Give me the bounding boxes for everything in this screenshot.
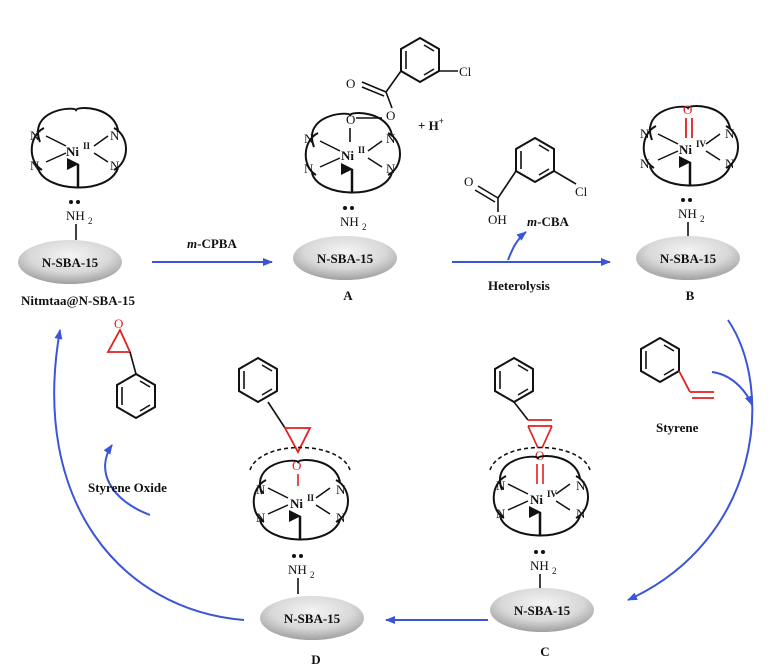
donor-n-2: N (30, 158, 40, 173)
product-epoxide-o: O (114, 316, 123, 331)
a-n-3: N (386, 131, 396, 146)
intermediate-a: Cl O O O N N N N Ni II NH 2 N-SBA-15 A +… (293, 37, 472, 303)
nickel-center: Ni (66, 144, 79, 159)
chlorine-a: Cl (459, 64, 472, 79)
mcba-label: m-CBA (527, 214, 570, 229)
b-n-1: N (640, 126, 650, 141)
bound-o-a: O (346, 112, 355, 127)
c-oxo: O (535, 448, 544, 463)
c-n-1: N (496, 478, 506, 493)
donor-n-3: N (110, 128, 120, 143)
arrow-b-to-c (627, 319, 754, 601)
b-amine: NH (678, 206, 697, 221)
proton-label: + H+ (418, 116, 444, 133)
d-n-1: N (256, 482, 266, 497)
intermediate-b: O N N N N Ni IV NH 2 N-SBA-15 B (636, 102, 740, 303)
catalyst-name: Nitmtaa@N-SBA-15 (21, 293, 135, 308)
b-support (636, 236, 740, 280)
a-support (293, 236, 397, 280)
d-n-2: N (256, 510, 266, 525)
carbonyl-o-a: O (346, 76, 355, 91)
a-amine: NH (340, 214, 359, 229)
label-b: B (686, 288, 695, 303)
c-n-4: N (576, 506, 586, 521)
c-amine-sub: 2 (552, 566, 557, 576)
a-n-2: N (304, 161, 314, 176)
c-ni: Ni (530, 492, 543, 507)
mcba-oh: OH (488, 212, 507, 227)
styrene-structure: Styrene (640, 337, 714, 435)
reagent-mcpba: m-CPBA (187, 236, 237, 251)
donor-n-1: N (30, 128, 40, 143)
b-n-4: N (725, 156, 735, 171)
b-n-3: N (725, 126, 735, 141)
a-amine-sub: 2 (362, 222, 367, 232)
support-label: N-SBA-15 (42, 255, 99, 270)
mcba-o: O (464, 174, 473, 189)
support-ellipse (18, 240, 122, 284)
mcba-structure: Cl O OH m-CBA (464, 137, 588, 229)
arrow-styrene-in (711, 371, 753, 406)
d-support-label: N-SBA-15 (284, 611, 341, 626)
arrow-release-mcba (507, 231, 527, 261)
label-d: D (311, 652, 320, 666)
c-n-2: N (496, 506, 506, 521)
a-support-label: N-SBA-15 (317, 251, 374, 266)
a-n-1: N (304, 131, 314, 146)
d-ox: II (307, 493, 315, 503)
d-n-4: N (336, 510, 346, 525)
d-n-3: N (336, 482, 346, 497)
a-ni: Ni (341, 148, 354, 163)
d-amine: NH (288, 562, 307, 577)
oxidation-state: II (83, 141, 91, 151)
styrene-label: Styrene (656, 420, 699, 435)
d-ni: Ni (290, 496, 303, 511)
c-amine: NH (530, 558, 549, 573)
amine-label: NH (66, 208, 85, 223)
b-amine-sub: 2 (700, 214, 705, 224)
chlorine-mcba: Cl (575, 184, 588, 199)
amine-subscript: 2 (88, 216, 93, 226)
c-ox: IV (547, 489, 558, 499)
d-amine-sub: 2 (310, 570, 315, 580)
intermediate-d: O N N N N Ni II NH 2 N-SBA-15 D (238, 357, 364, 666)
b-support-label: N-SBA-15 (660, 251, 717, 266)
styrene-oxide-label: Styrene Oxide (88, 480, 167, 495)
a-n-4: N (386, 161, 396, 176)
arrow-release-product (103, 444, 151, 516)
catalyst-structure: N N N N Ni II NH 2 N-SBA-15 Nitmtaa@N-SB… (18, 108, 135, 308)
peroxy-o-a: O (386, 108, 395, 123)
styrene-oxide-structure: O Styrene Oxide (88, 316, 167, 495)
b-ni: Ni (679, 142, 692, 157)
b-n-2: N (640, 156, 650, 171)
heterolysis-label: Heterolysis (488, 278, 550, 293)
c-support-label: N-SBA-15 (514, 603, 571, 618)
donor-n-4: N (110, 158, 120, 173)
label-a: A (343, 288, 353, 303)
intermediate-c: O N N N N Ni IV NH 2 N-SBA-15 C (489, 357, 594, 659)
d-epoxide-o: O (292, 458, 301, 473)
b-ox: IV (696, 139, 707, 149)
b-oxo: O (683, 102, 692, 117)
arrow-d-to-catalyst (53, 329, 245, 621)
d-support (260, 596, 364, 640)
c-support (490, 588, 594, 632)
label-c: C (540, 644, 549, 659)
c-n-3: N (576, 478, 586, 493)
a-ox: II (358, 145, 366, 155)
